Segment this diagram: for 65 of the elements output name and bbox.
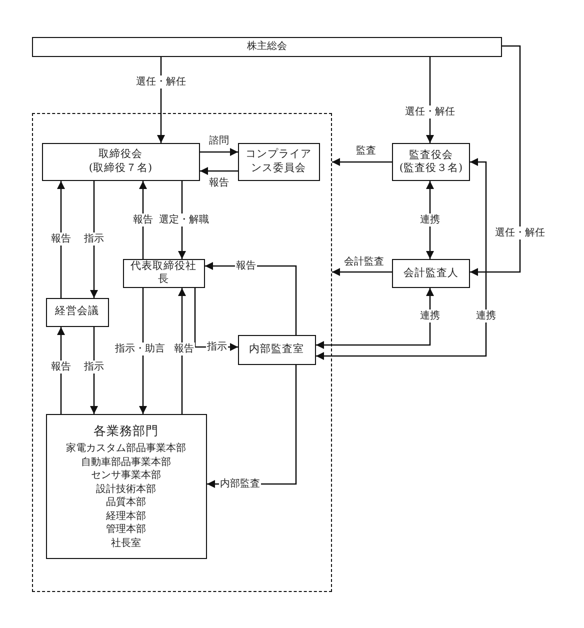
process-box: [392, 143, 470, 181]
arrow: [194, 288, 238, 351]
box-label: 経営会議: [55, 305, 99, 319]
list-item: 設計技術本部: [96, 482, 156, 496]
arrow: [316, 158, 487, 360]
list-item: センサ事業本部: [91, 469, 161, 483]
list-item: 品質本部: [106, 496, 146, 510]
box-label: 代表取締役社長: [130, 260, 198, 286]
arrow: [332, 268, 392, 276]
edge-label: 諮問: [208, 134, 230, 148]
arrow: [200, 167, 238, 175]
box-label: 取締役会 (取締役７名): [88, 148, 154, 175]
edge-label: 指示・助言: [114, 342, 166, 356]
arrow: [332, 158, 392, 166]
edge-label: 指示: [206, 340, 228, 354]
arrow: [316, 288, 434, 349]
edge-label: 報告: [235, 260, 257, 272]
arrow: [90, 327, 98, 414]
arrow: [139, 288, 147, 414]
box-label: 監査役会 (監査役３名): [398, 148, 464, 176]
process-box: [238, 334, 316, 364]
process-box: [238, 142, 320, 180]
list-item: 管理本部: [106, 523, 146, 537]
process-box: [392, 259, 470, 288]
box-label: 会計監査人: [404, 266, 458, 280]
arrow: [90, 181, 98, 298]
process-box: [42, 142, 200, 180]
edge-label: 選任・解任: [404, 106, 456, 118]
list-item: 社長室: [111, 536, 141, 550]
process-box: [32, 37, 502, 57]
edge-label: 連携: [419, 310, 441, 322]
box-label: コンプライアンス委員会: [244, 148, 312, 175]
edge-label: 指示: [83, 360, 105, 374]
edge-label: 連携: [475, 310, 497, 322]
edge-label: 連携: [419, 214, 441, 226]
dashed-region: [32, 113, 332, 592]
edge-label: 指示: [83, 232, 105, 246]
arrow: [470, 45, 521, 276]
arrow: [205, 262, 297, 335]
edge-label: 報告: [50, 232, 72, 246]
edge-label: 監査: [355, 144, 377, 158]
list-item: 経理本部: [106, 510, 146, 524]
box-heading: 各業務部門: [94, 422, 158, 440]
process-box: [46, 414, 206, 558]
arrow: [200, 148, 238, 156]
list-item: 自動車部品事業本部: [81, 456, 171, 470]
edge-label: 選定・解職: [158, 214, 210, 226]
arrow: [426, 181, 434, 259]
edge-label: 内部監査: [219, 478, 261, 490]
process-box: [122, 258, 204, 288]
arrow: [139, 181, 147, 259]
edge-label: 報告: [173, 342, 195, 356]
box-label: 内部監査室: [249, 342, 304, 356]
arrow: [57, 327, 65, 414]
edge-label: 報告: [208, 176, 230, 190]
edge-label: 選任・解任: [494, 226, 546, 240]
list-item: 家電カスタム部品事業本部: [66, 442, 186, 456]
edge-label: 報告: [50, 360, 72, 374]
edge-label: 会計監査: [343, 256, 385, 268]
edge-label: 選任・解任: [135, 76, 187, 88]
arrow: [57, 181, 65, 298]
box-label: 株主総会: [247, 40, 287, 54]
arrow: [178, 288, 186, 414]
process-box: [46, 298, 108, 326]
edge-label: 報告: [132, 214, 154, 226]
